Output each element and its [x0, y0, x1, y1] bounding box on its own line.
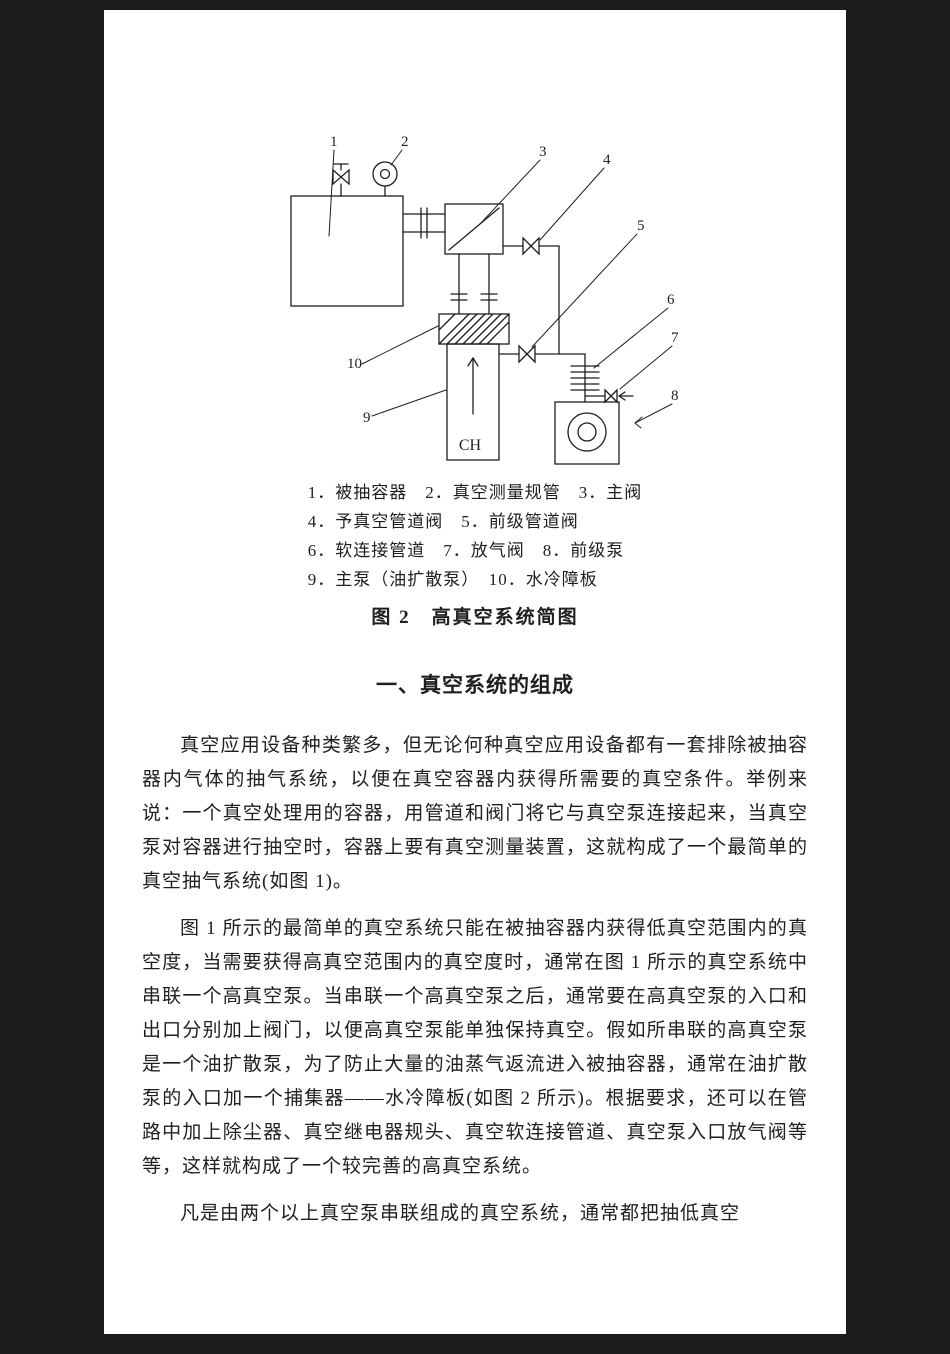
pump-inlet-pipe	[449, 253, 498, 315]
flex-coupling	[569, 353, 600, 403]
air-admittance-valve	[583, 388, 634, 404]
body-paragraph: 真空应用设备种类繁多，但无论何种真空应用设备都有一套排除被抽容器内气体的抽气系统…	[142, 735, 808, 892]
figure-caption: 图 2 高真空系统简图	[371, 607, 579, 628]
diagram-label-2: 2	[401, 134, 409, 150]
diagram-label-3: 3	[539, 144, 547, 160]
document-page: 1 2 3 4 5 6 7 8 9 10 CH 1．被抽容器 2．真空测量规管 …	[104, 10, 846, 1334]
figure-legend: 1．被抽容器 2．真空测量规管 3．主阀 4．予真空管道阀 5．前级管道阀 6．…	[308, 478, 643, 594]
connecting-pipe	[401, 207, 446, 239]
figure-2: 1 2 3 4 5 6 7 8 9 10 CH 1．被抽容器 2．真空测量规管 …	[104, 118, 846, 629]
main-valve	[443, 203, 504, 255]
fore-pump	[553, 401, 620, 465]
roughing-valve	[501, 236, 560, 355]
vacuum-gauge-icon	[371, 161, 398, 197]
diagram-label-6: 6	[667, 292, 675, 308]
legend-line: 4．予真空管道阀 5．前级管道阀	[307, 512, 579, 531]
diagram-label-9: 9	[363, 410, 371, 426]
vent-valve-icon	[331, 163, 350, 197]
vacuum-system-diagram: 1 2 3 4 5 6 7 8 9 10 CH	[289, 134, 679, 465]
backing-valve	[497, 344, 586, 364]
diagram-label-1: 1	[330, 134, 338, 150]
diffusion-pump	[445, 343, 500, 461]
water-cooled-baffle	[437, 313, 510, 345]
body-paragraph: 图 1 所示的最简单的真空系统只能在被抽容器内获得低真空范围内的真空度，当需要获…	[142, 918, 808, 1177]
vessel	[289, 195, 404, 307]
leader-lines	[328, 149, 672, 429]
diagram-label-5: 5	[637, 218, 645, 234]
legend-line: 9．主泵（油扩散泵） 10．水冷障板	[307, 570, 598, 589]
diagram-label-7: 7	[671, 330, 679, 346]
body-paragraph: 凡是由两个以上真空泵串联组成的真空系统，通常都把抽低真空	[180, 1203, 741, 1224]
legend-line: 6．软连接管道 7．放气阀 8．前级泵	[307, 541, 625, 560]
legend-line: 1．被抽容器 2．真空测量规管 3．主阀	[307, 483, 643, 502]
body-text: 真空应用设备种类繁多，但无论何种真空应用设备都有一套排除被抽容器内气体的抽气系统…	[104, 729, 846, 1231]
diagram-label-4: 4	[603, 152, 611, 168]
diagram-label-10: 10	[347, 356, 362, 372]
diagram-label-8: 8	[671, 388, 679, 404]
diagram-label-ch: CH	[458, 437, 481, 454]
section-heading: 一、真空系统的组成	[376, 673, 574, 697]
